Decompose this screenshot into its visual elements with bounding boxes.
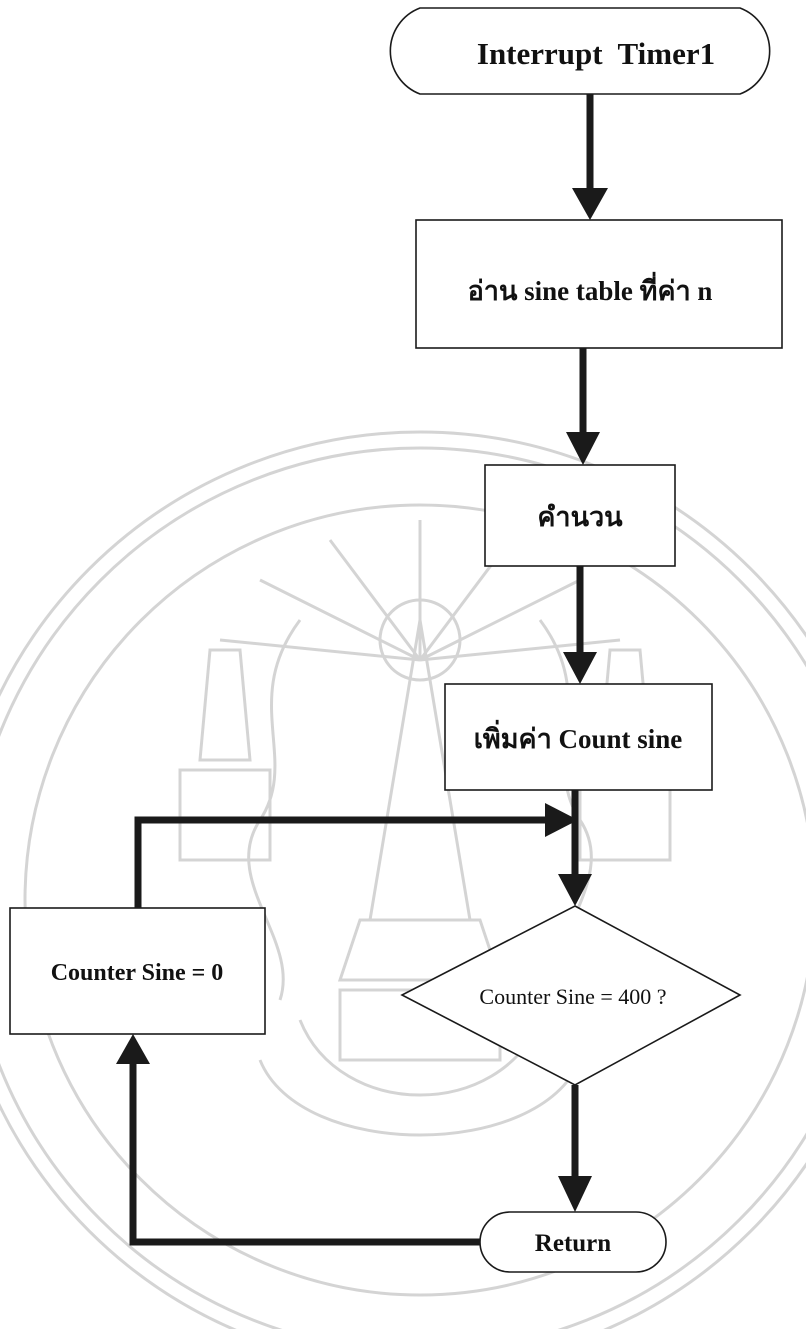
connector-return-to-reset: [116, 1034, 480, 1246]
start-label: Interrupt Timer1: [477, 36, 715, 71]
calculate-process: คำนวน: [484, 464, 676, 567]
watermark-seal: [0, 430, 806, 1329]
connector-decision-to-return: [558, 1085, 592, 1212]
read-sine-label: อ่าน sine table ที่ค่า n: [468, 271, 713, 306]
decision-diamond: Counter Sine = 400 ?: [400, 905, 742, 1086]
connector-read-to-calculate: [566, 348, 600, 465]
connector-reset-to-decision: [134, 803, 578, 908]
decision-label: Counter Sine = 400 ?: [479, 984, 666, 1009]
return-label: Return: [535, 1230, 611, 1257]
reset-process: Counter Sine = 0: [9, 907, 266, 1035]
connector-start-to-read: [572, 94, 608, 220]
connector-calculate-to-increment: [563, 566, 597, 684]
increment-label: เพิ่มค่า Count sine: [474, 719, 683, 754]
connector-increment-to-decision: [558, 790, 592, 906]
return-terminator: Return: [479, 1211, 667, 1273]
reset-label: Counter Sine = 0: [51, 960, 224, 986]
start-terminator: Interrupt Timer1: [389, 7, 771, 95]
read-sine-process: อ่าน sine table ที่ค่า n: [415, 219, 783, 349]
calculate-label: คำนวน: [537, 502, 623, 532]
increment-process: เพิ่มค่า Count sine: [444, 683, 713, 791]
